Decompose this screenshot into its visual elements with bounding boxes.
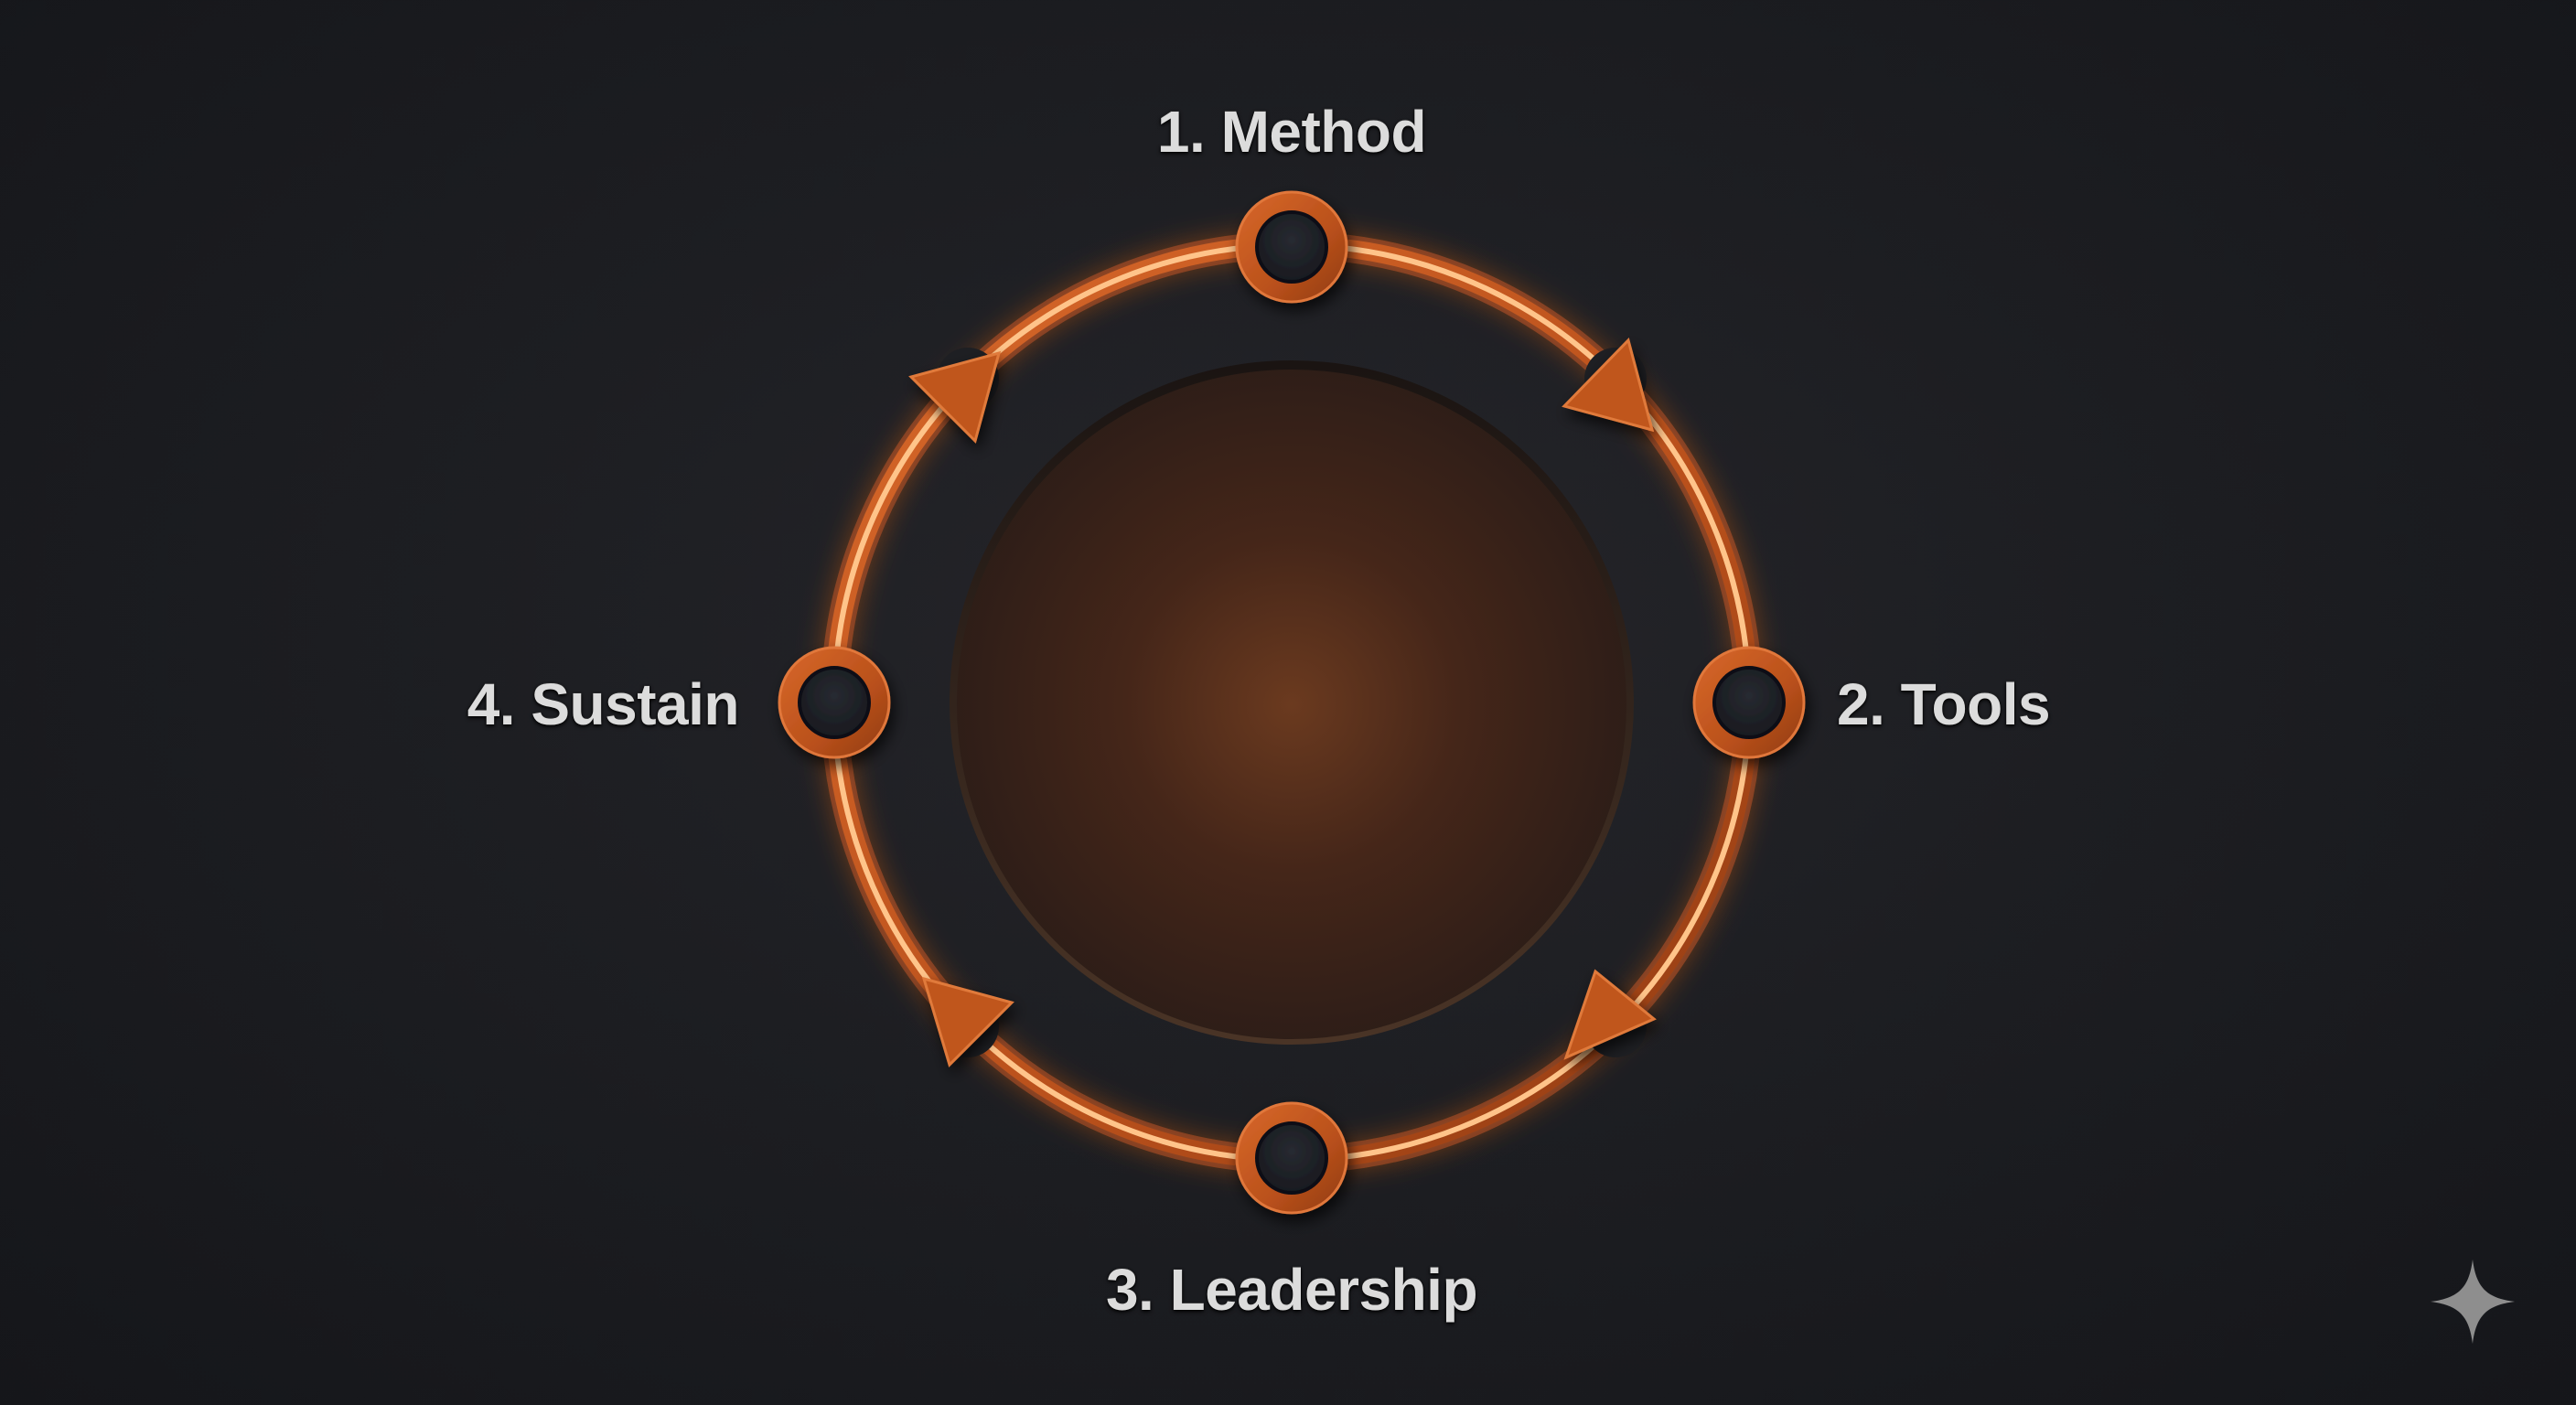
arrow-down-right-icon	[1562, 338, 1655, 433]
arrow-up-left-icon	[921, 976, 1014, 1067]
node-4-sustain[interactable]	[778, 646, 891, 759]
center-disc	[950, 360, 1634, 1045]
step-label-tools: 2. Tools	[1837, 671, 2051, 737]
step-label-method: 1. Method	[1156, 99, 1427, 165]
node-2-tools[interactable]	[1692, 646, 1806, 759]
node-1-method[interactable]	[1235, 190, 1348, 304]
step-label-sustain: 4. Sustain	[467, 671, 740, 737]
node-3-leadership[interactable]	[1235, 1101, 1348, 1215]
step-label-leadership: 3. Leadership	[1105, 1257, 1478, 1323]
arrow-up-right-icon	[908, 350, 1002, 444]
arrow-down-left-icon	[1563, 969, 1657, 1060]
sparkle-icon	[2430, 1259, 2516, 1345]
